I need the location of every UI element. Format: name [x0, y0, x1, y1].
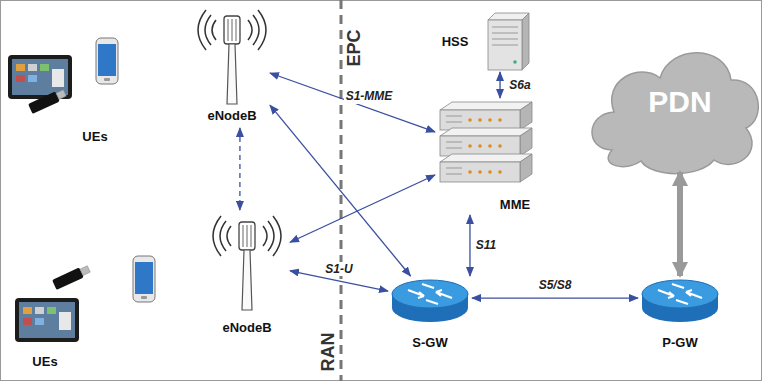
use-part: [440, 154, 532, 182]
hss-server: [488, 13, 529, 70]
interface-label: S5/S8: [537, 278, 574, 292]
node-label: MME: [500, 198, 530, 213]
pdn-cloud: [592, 53, 758, 174]
pdn-link: [677, 172, 683, 276]
interface-link: [239, 128, 240, 210]
interface-label: S6a: [507, 78, 532, 92]
ue-devices: [8, 38, 155, 342]
use-part: [198, 10, 266, 104]
interface-link: [290, 175, 435, 242]
node-label: P-GW: [662, 336, 697, 351]
use-part: [15, 298, 79, 342]
node-label: eNodeB: [207, 109, 256, 124]
s-gw: S-GW: [388, 276, 472, 355]
use-part: [133, 256, 155, 302]
use-part: [440, 128, 532, 156]
interface-link: [270, 105, 411, 276]
mme-server-stack: [440, 102, 532, 182]
use-part: [213, 216, 281, 310]
interface-link: [472, 297, 638, 298]
interface-label: S1-MME: [344, 89, 395, 103]
use-part: [642, 280, 718, 322]
interface-link: [499, 72, 500, 98]
node-label: PDN: [648, 85, 711, 120]
ue-group: UEs: [5, 32, 135, 150]
enodeb: eNodeB: [205, 210, 290, 340]
region-label: EPC: [344, 27, 365, 68]
interface-link: [270, 73, 435, 132]
p-gw: P-GW: [638, 276, 722, 355]
rect-part: [488, 20, 522, 70]
node-label: S-GW: [412, 336, 447, 351]
use-part: [440, 102, 532, 130]
use-part: [52, 264, 91, 290]
ue-group: UEs: [5, 250, 165, 375]
node-label: UEs: [82, 130, 107, 145]
enodeb-towers: [198, 10, 281, 310]
interface-link: [469, 215, 470, 276]
interface-label: S11: [474, 238, 498, 252]
pdn-cloud: PDN: [600, 45, 755, 172]
use-part: [28, 88, 67, 114]
circle-part: [513, 60, 517, 64]
path-part: [492, 27, 518, 45]
region-label: RAN: [318, 331, 339, 374]
enodeb: eNodeB: [195, 8, 270, 128]
use-part: [96, 38, 118, 84]
mme: MME: [435, 98, 540, 215]
use-part: [392, 280, 468, 322]
hss: HSS: [435, 8, 530, 72]
node-label: HSS: [442, 35, 469, 50]
interface-label: S1-U: [323, 262, 354, 276]
node-label: UEs: [32, 355, 57, 370]
node-label: eNodeB: [222, 321, 271, 336]
polygon-part: [522, 13, 529, 70]
